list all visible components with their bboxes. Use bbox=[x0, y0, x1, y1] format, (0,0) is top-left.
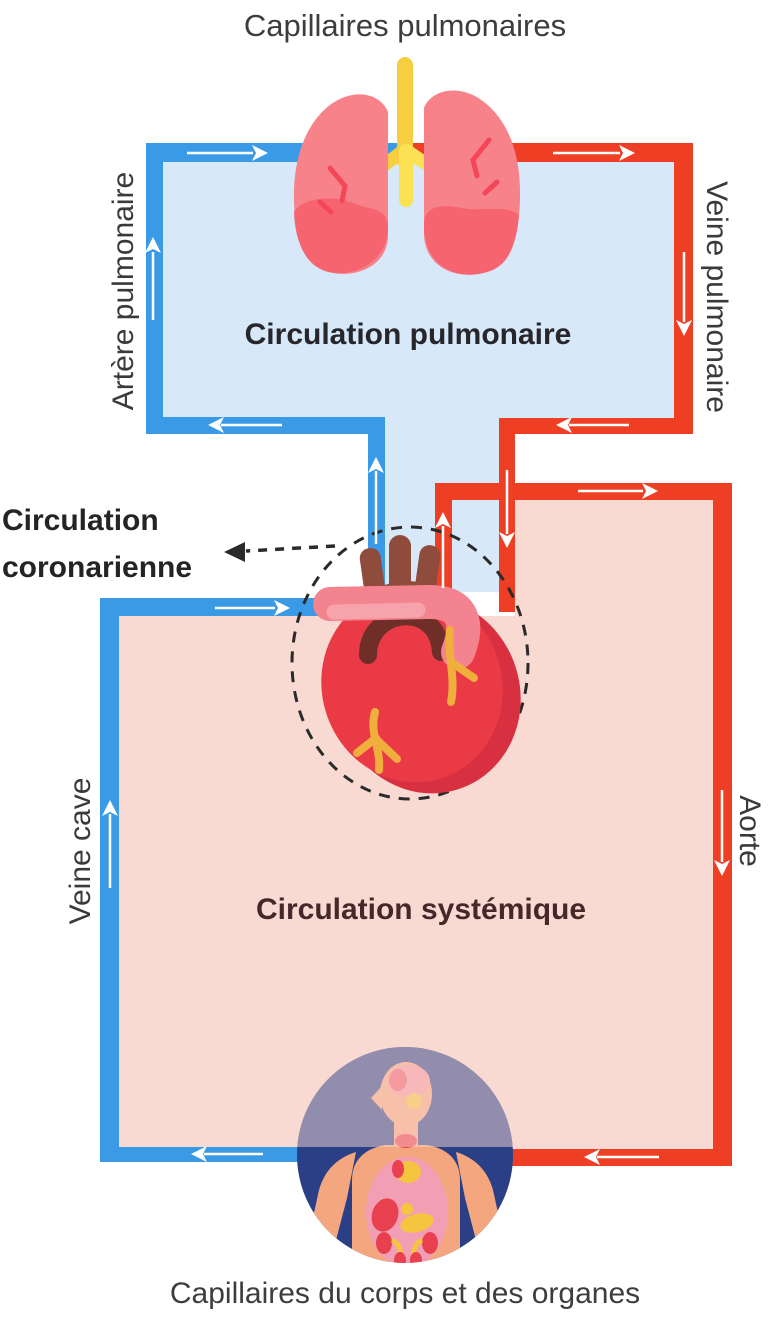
vena-cava-label: Veine cave bbox=[64, 777, 97, 925]
heart-icon bbox=[313, 535, 521, 794]
dashed-arrow-icon bbox=[224, 542, 336, 562]
coronary-circulation-label: Circulation coronarienne bbox=[2, 498, 192, 591]
coronary-label-line1: Circulation bbox=[2, 504, 159, 537]
aorta-label: Aorte bbox=[733, 795, 766, 867]
body-organs-icon bbox=[297, 1047, 513, 1263]
bottom-caption: Capillaires du corps et des organes bbox=[169, 1277, 641, 1310]
lung-fissure-lines bbox=[317, 137, 500, 215]
pulmonary-vein-label: Veine pulmonaire bbox=[700, 181, 733, 413]
pulmonary-circulation-title: Circulation pulmonaire bbox=[244, 318, 572, 351]
systemic-circulation-title: Circulation systémique bbox=[255, 893, 587, 926]
coronary-arteries bbox=[353, 626, 478, 774]
lungs-icon bbox=[293, 57, 521, 275]
top-caption: Capillaires pulmonaires bbox=[243, 8, 567, 43]
flow-arrow-icon bbox=[102, 145, 730, 1165]
coronary-label-line2: coronarienne bbox=[2, 550, 193, 584]
pulmonary-artery-label: Artère pulmonaire bbox=[107, 171, 140, 411]
coronary-dashed-circle bbox=[290, 525, 530, 801]
